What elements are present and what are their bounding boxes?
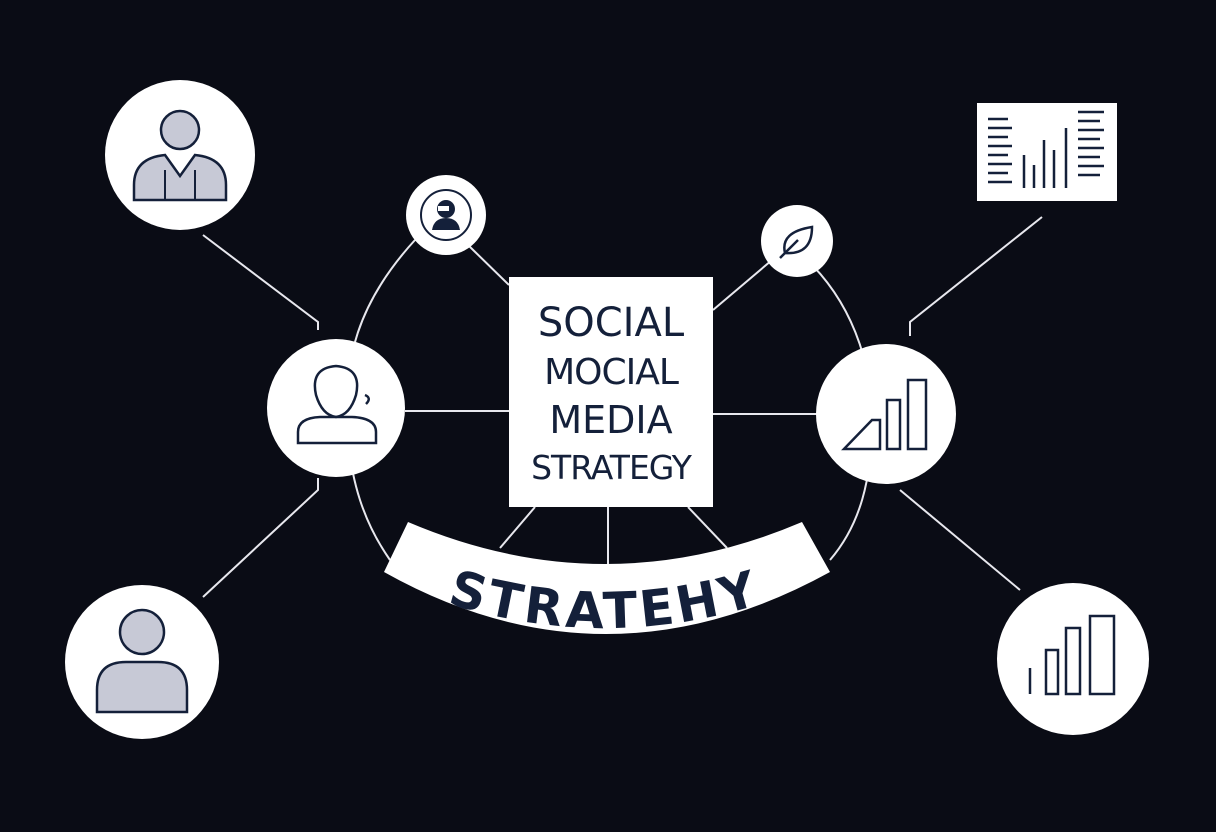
connector-banner-3 (687, 506, 728, 549)
center-title-line-1: SOCIAL (537, 299, 685, 346)
node-bottom-right (997, 583, 1149, 735)
node-small-top-left (406, 175, 486, 255)
person-icon (132, 109, 228, 202)
node-top-left (105, 80, 255, 230)
connector-bottom-left (202, 478, 319, 598)
connector-small-left (467, 244, 510, 286)
center-title-box: SOCIAL MOCIAL MEDIA STRATEGY (509, 277, 713, 507)
leaf-icon (779, 225, 814, 259)
bar-chart-icon (1028, 614, 1116, 696)
connector-bottom-right (899, 489, 1021, 591)
node-middle-right (816, 344, 956, 484)
node-bottom-left (65, 585, 219, 739)
person-icon (95, 608, 189, 714)
connector-banner-1 (499, 506, 536, 549)
person-outline-icon (296, 364, 378, 445)
connector-top-left (202, 234, 319, 330)
node-small-top-right (761, 205, 833, 277)
node-top-right (977, 103, 1117, 201)
center-title-line-3: MEDIA (549, 397, 673, 442)
connector-small-right (712, 259, 773, 311)
strategy-banner (384, 522, 830, 634)
node-middle-left (267, 339, 405, 477)
connector-top-right (909, 216, 1043, 336)
avatar-icon (432, 200, 460, 230)
center-title-line-4: STRATEGY (531, 447, 692, 487)
report-chart-icon (988, 110, 1104, 188)
bar-chart-icon (841, 378, 928, 451)
center-title-line-2: MOCIAL (544, 351, 679, 393)
